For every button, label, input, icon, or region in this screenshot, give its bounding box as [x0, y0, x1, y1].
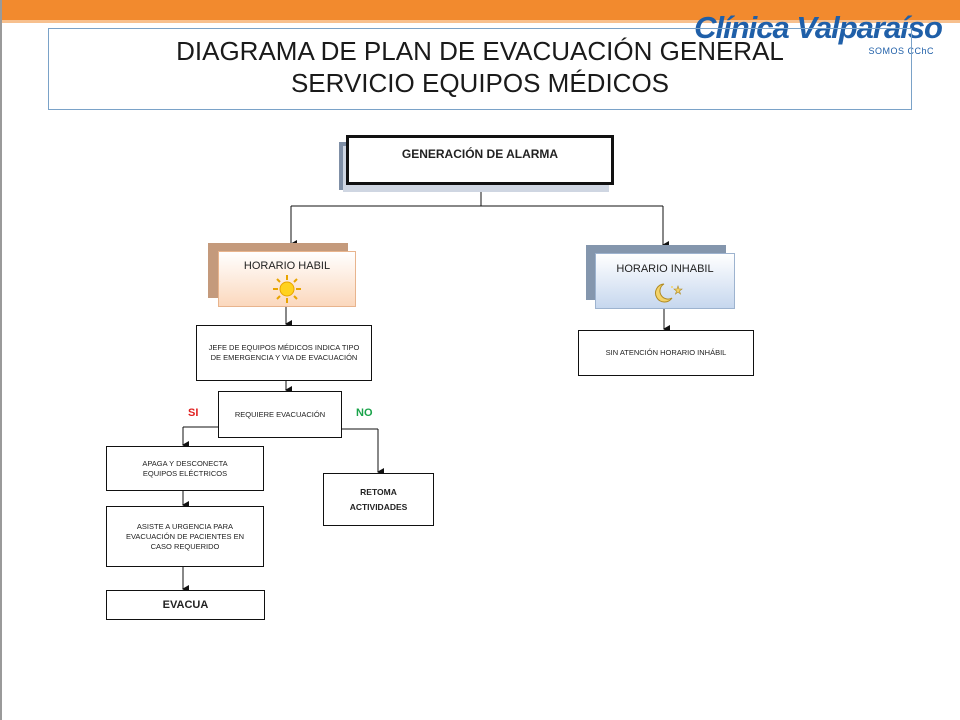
- retoma-label: RETOMA ACTIVIDADES: [349, 486, 408, 512]
- logo-name: Clínica Valparaíso: [694, 10, 943, 45]
- sun-icon: [273, 275, 301, 303]
- alarm-node: GENERACIÓN DE ALARMA: [346, 135, 614, 185]
- top-accent-band: [0, 0, 960, 20]
- requiere-evacuacion-label: REQUIERE EVACUACIÓN: [234, 409, 326, 419]
- asiste-node: ASISTE A URGENCIA PARA EVACUACIÓN DE PAC…: [106, 506, 264, 567]
- title-line-1: DIAGRAMA DE PLAN DE EVACUACIÓN GENERAL: [176, 36, 784, 66]
- top-accent-band-light: [0, 20, 960, 23]
- horario-inhabil-label: HORARIO INHABIL: [616, 263, 714, 275]
- evacua-label: EVACUA: [162, 599, 209, 611]
- evacua-node: EVACUA: [106, 590, 265, 620]
- retoma-node: RETOMA ACTIVIDADES: [323, 473, 434, 526]
- jefe-label: JEFE DE EQUIPOS MÉDICOS INDICA TIPO DE E…: [208, 343, 360, 362]
- si-label: SI: [188, 407, 199, 419]
- asiste-label: ASISTE A URGENCIA PARA EVACUACIÓN DE PAC…: [125, 521, 245, 551]
- no-label: NO: [356, 407, 373, 419]
- left-edge-line: [0, 0, 2, 720]
- logo-tagline: SOMOS CChC: [868, 46, 934, 56]
- sin-atencion-label: SIN ATENCIÓN HORARIO INHÁBIL: [605, 348, 727, 357]
- apaga-label: APAGA Y DESCONECTA EQUIPOS ELÉCTRICOS: [142, 458, 228, 478]
- apaga-node: APAGA Y DESCONECTA EQUIPOS ELÉCTRICOS: [106, 446, 264, 491]
- title-line-2: SERVICIO EQUIPOS MÉDICOS: [290, 68, 670, 98]
- moon-icon: [655, 283, 683, 303]
- jefe-node: JEFE DE EQUIPOS MÉDICOS INDICA TIPO DE E…: [196, 325, 372, 381]
- horario-habil-label: HORARIO HABIL: [243, 260, 331, 272]
- requiere-evacuacion-node: REQUIERE EVACUACIÓN: [218, 391, 342, 438]
- sin-atencion-node: SIN ATENCIÓN HORARIO INHÁBIL: [578, 330, 754, 376]
- title-box: DIAGRAMA DE PLAN DE EVACUACIÓN GENERAL S…: [48, 28, 912, 110]
- clinic-logo: Clínica Valparaíso SOMOS CChC: [694, 8, 956, 56]
- alarm-label: GENERACIÓN DE ALARMA: [401, 147, 559, 161]
